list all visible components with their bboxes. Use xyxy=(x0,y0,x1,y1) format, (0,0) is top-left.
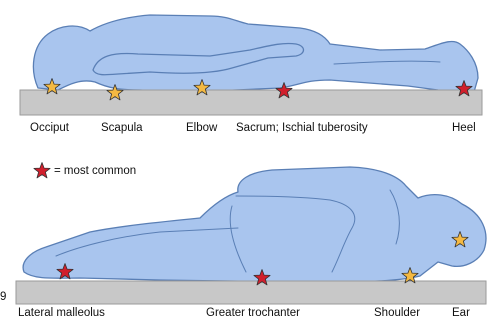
legend-star xyxy=(34,163,50,178)
label-occiput: Occiput xyxy=(30,122,70,134)
label-scapula: Scapula xyxy=(101,122,143,134)
lateral-body-silhouette xyxy=(23,167,486,282)
supine-surface xyxy=(20,90,482,115)
edge-fragment-text: 9 xyxy=(0,291,6,303)
label-heel: Heel xyxy=(452,122,476,134)
label-shoulder: Shoulder xyxy=(374,307,420,319)
supine-figure xyxy=(33,15,478,92)
label-lateral-malleolus: Lateral malleolus xyxy=(18,307,105,319)
label-sacrum-ischial-tuberosity: Sacrum; Ischial tuberosity xyxy=(236,122,368,134)
legend-text: = most common xyxy=(54,165,136,177)
label-greater-trochanter: Greater trochanter xyxy=(206,307,300,319)
lateral-figure xyxy=(23,167,486,282)
label-ear: Ear xyxy=(452,307,470,319)
label-elbow: Elbow xyxy=(186,122,218,134)
lateral-surface xyxy=(16,281,486,304)
